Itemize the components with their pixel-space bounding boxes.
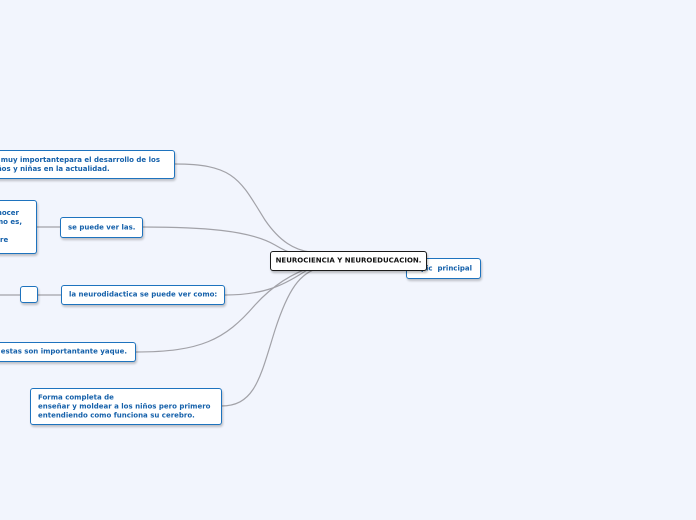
connector-estas-son: [135, 265, 316, 353]
estas-son-node[interactable]: estas son importantante yaque.: [0, 342, 136, 362]
conocer-label: Conocer como es, la, entre: [0, 209, 22, 244]
forma-completa-node[interactable]: Forma completa de enseñar y moldear a lo…: [30, 388, 222, 425]
central-topic-node[interactable]: NEUROCIENCIA Y NEUROEDUCACION.: [270, 251, 427, 271]
forma-completa-label: Forma completa de enseñar y moldear a lo…: [38, 393, 211, 419]
se-puede-node[interactable]: se puede ver las.: [60, 217, 143, 238]
se-puede-label: se puede ver las.: [68, 223, 136, 231]
connector-forma-completa: [220, 267, 321, 407]
conocer-node[interactable]: Conocer como es, la, entre: [0, 200, 37, 254]
central-topic-label: NEUROCIENCIA Y NEUROEDUCACION.: [275, 256, 422, 265]
importance-label: Es muy importantepara el desarrollo de l…: [0, 155, 160, 173]
connector-importance: [174, 163, 311, 253]
estas-son-label: estas son importantante yaque.: [0, 347, 127, 356]
neurodidactica-label: la neurodidactica se puede ver como:: [69, 290, 218, 299]
empty-node[interactable]: [20, 286, 38, 303]
importance-node[interactable]: Es muy importantepara el desarrollo de l…: [0, 150, 175, 179]
neurodidactica-node[interactable]: la neurodidactica se puede ver como:: [61, 285, 225, 305]
